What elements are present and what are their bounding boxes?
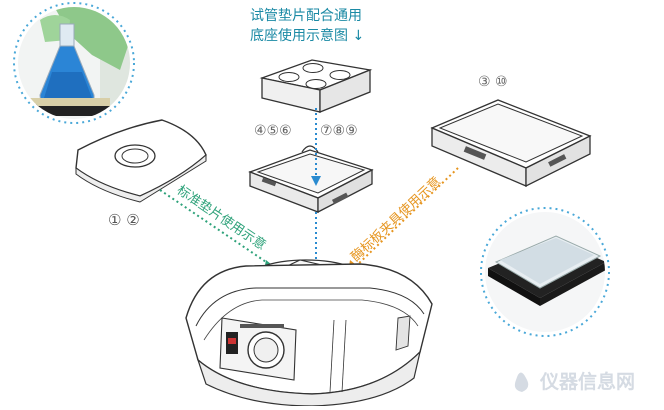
vortex-base [185, 259, 433, 407]
microplate-photo-inset [480, 207, 610, 337]
holder-numbers-label: ③ ⑩ [478, 74, 508, 90]
adapter-numbers-right: ⑦⑧⑨ [320, 123, 358, 139]
standard-pad-usage-label: 标准垫片使用示意 [174, 182, 269, 253]
adapter-tray [248, 145, 374, 214]
orange-arrow [353, 167, 459, 269]
green-arrow [159, 189, 273, 267]
pad-numbers-label: ① ② [108, 211, 140, 229]
caption-line-1: 试管垫片配合通用 [250, 8, 362, 24]
watermark-text: 仪器信息网 [539, 370, 635, 393]
watermark: 仪器信息网 [514, 370, 635, 393]
caption-line-2: 底座使用示意图 ↓ [250, 27, 364, 44]
tube-block [259, 59, 373, 113]
flask-photo-inset [13, 2, 135, 124]
adapter-numbers-left: ④⑤⑥ [254, 123, 292, 139]
blue-arrowhead-upper [311, 176, 321, 186]
plate-holder [430, 99, 592, 188]
standard-pad [75, 119, 207, 203]
